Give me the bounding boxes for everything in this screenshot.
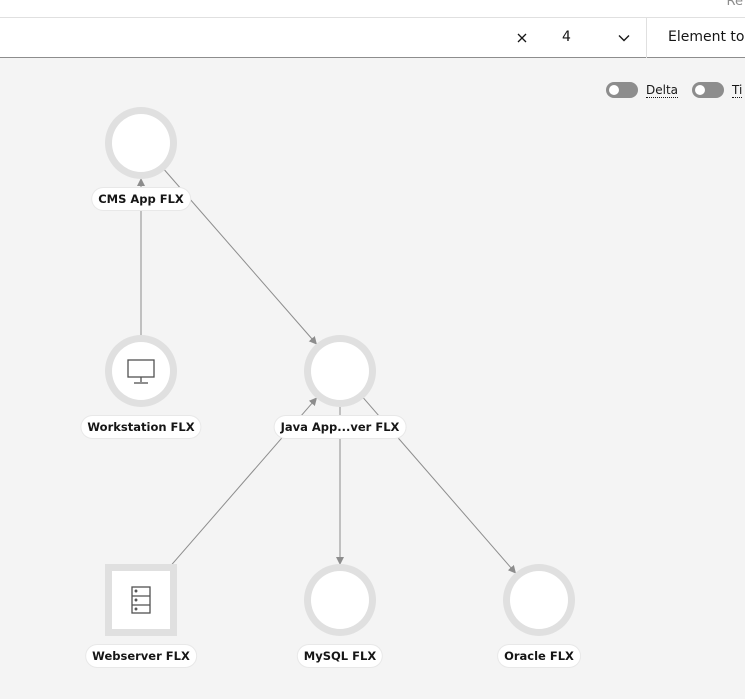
- node-label-oracle[interactable]: Oracle FLX: [498, 645, 580, 667]
- node-workstation[interactable]: [105, 335, 177, 407]
- time-toggle-track[interactable]: [692, 82, 724, 98]
- hop-count-value[interactable]: 4: [562, 29, 571, 45]
- server-icon: [131, 586, 151, 614]
- filter-toolbar: 4 Element to e: [0, 18, 745, 58]
- node-label-webserver[interactable]: Webserver FLX: [86, 645, 196, 667]
- topology-canvas[interactable]: Delta Ti CMS App FLX Workstation FLX Java …: [0, 58, 745, 699]
- node-cms[interactable]: [105, 107, 177, 179]
- node-cms-body: [112, 114, 170, 172]
- header-cut-text: Re: [726, 0, 743, 9]
- clear-filter-button[interactable]: [510, 18, 534, 58]
- element-type-select[interactable]: Element to e: [668, 29, 745, 45]
- node-webserver-body: [112, 571, 170, 629]
- node-webserver[interactable]: [105, 564, 177, 636]
- node-mysql[interactable]: [304, 564, 376, 636]
- toolbar-divider: [646, 18, 647, 58]
- close-icon: [517, 33, 527, 43]
- node-oracle-body: [510, 571, 568, 629]
- node-java-body: [311, 342, 369, 400]
- topology-graph: [105, 107, 575, 636]
- node-label-java[interactable]: Java App...ver FLX: [274, 416, 406, 438]
- node-label-workstation[interactable]: Workstation FLX: [81, 416, 201, 438]
- delta-toggle-label: Delta: [646, 82, 679, 98]
- node-label-mysql[interactable]: MySQL FLX: [297, 645, 383, 667]
- node-mysql-body: [311, 571, 369, 629]
- top-strip: Re: [0, 0, 745, 18]
- node-workstation-body: [112, 342, 170, 400]
- time-toggle[interactable]: Ti: [692, 82, 743, 98]
- node-oracle[interactable]: [503, 564, 575, 636]
- node-label-cms[interactable]: CMS App FLX: [92, 188, 190, 210]
- monitor-icon: [127, 359, 155, 384]
- node-java[interactable]: [304, 335, 376, 407]
- chevron-down-icon: [618, 35, 630, 42]
- hop-count-dropdown[interactable]: [612, 18, 636, 58]
- delta-toggle[interactable]: Delta: [606, 82, 679, 98]
- delta-toggle-track[interactable]: [606, 82, 638, 98]
- time-toggle-label: Ti: [732, 82, 743, 98]
